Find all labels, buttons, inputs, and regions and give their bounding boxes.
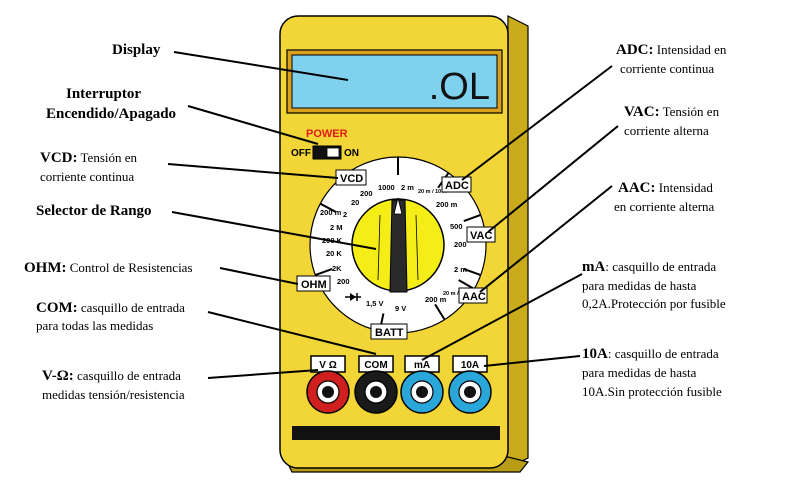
switch-slider[interactable] — [326, 147, 340, 158]
annotation-vac: VAC: Tensión en corriente alterna — [624, 104, 722, 138]
adc-range-2m: 2 m — [401, 183, 414, 192]
annotation-vohm: V-Ω: casquillo de entrada medidas tensió… — [42, 368, 185, 402]
batt-range-9v: 9 V — [395, 304, 406, 313]
annotation-ohm: OHM: Control de Resistencias — [24, 260, 193, 276]
annotation-switch: Interruptor Encendido/Apagado — [46, 86, 176, 122]
vcd-range-200: 200 — [360, 189, 373, 198]
leader-vohm — [207, 369, 319, 379]
dial-tick — [319, 202, 337, 214]
leader-aac — [479, 185, 613, 293]
lcd-display: .OL — [286, 49, 503, 114]
bottom-strip — [292, 426, 500, 440]
jack-label: 10A — [461, 360, 479, 371]
leader-lines — [167, 51, 619, 379]
leader-vcd — [167, 163, 339, 179]
mode-vac: VAC — [470, 230, 492, 242]
leader-10a — [483, 355, 581, 367]
leader-selector — [171, 211, 377, 250]
annotation-com: COM: casquillo de entrada para todas las… — [36, 300, 188, 333]
jack-10a[interactable]: 10A — [448, 355, 492, 414]
knob-pointer-tip — [393, 197, 403, 215]
input-jacks: V Ω COM mA 10A — [306, 355, 492, 414]
vcd-range-200m: 200 m — [320, 208, 342, 217]
diode-icon — [345, 293, 361, 301]
mode-vcd: VCD — [340, 173, 363, 185]
annotation-display: Display — [112, 42, 161, 58]
power-off-label: OFF — [291, 148, 311, 159]
leader-ohm — [219, 267, 299, 285]
leader-ma — [421, 273, 583, 361]
annotation-ma: mA: casquillo de entrada para medidas de… — [582, 259, 726, 311]
rotary-selector[interactable]: 1000 200 20 2 200 m 2 M 200 K 20 K 2K 20… — [309, 156, 487, 334]
batt-range-1-5v: 1,5 V — [366, 299, 384, 308]
jack-com[interactable]: COM — [354, 355, 398, 414]
aac-range-20m-10a: 20 m / 10 A — [443, 291, 472, 297]
knob-grip-right — [415, 214, 419, 281]
dial-tick — [434, 303, 446, 321]
mode-ohm: OHM — [301, 279, 327, 291]
mode-adc: ADC — [445, 180, 469, 192]
aac-range-2m: 2 m — [454, 265, 467, 274]
power-label: POWER — [306, 128, 348, 140]
leader-adc — [461, 65, 613, 181]
ohm-range-20k: 20 K — [326, 249, 342, 258]
jack-hole — [416, 386, 428, 398]
ohm-range-200: 200 — [337, 277, 350, 286]
vcd-range-1000: 1000 — [378, 183, 395, 192]
leader-display — [173, 51, 349, 81]
mode-labels: VCD OHM BATT AAC VAC ADC — [296, 169, 496, 340]
mode-batt: BATT — [375, 327, 404, 339]
annotations-left: Display Interruptor Encendido/Apagado VC… — [24, 42, 193, 402]
dial-tick — [463, 213, 482, 222]
aac-range-200m: 200 m — [425, 295, 447, 304]
annotation-10a: 10A: casquillo de entrada para medidas d… — [582, 346, 722, 399]
jack-label: COM — [364, 360, 387, 371]
vac-range-200: 200 — [454, 240, 467, 249]
vcd-range-2: 2 — [343, 210, 347, 219]
knob-grip-left — [377, 214, 381, 281]
leader-vac — [487, 125, 619, 233]
leader-switch — [187, 105, 319, 145]
jack-ma[interactable]: mA — [400, 355, 444, 414]
jack-hole — [464, 386, 476, 398]
vcd-range-20: 20 — [351, 198, 359, 207]
ohm-range-2k: 2K — [332, 264, 342, 273]
adc-range-20m-10a: 20 m / 10 A — [418, 189, 447, 195]
dial-tick — [463, 268, 482, 277]
annotation-adc: ADC: Intensidad en corriente continua — [616, 42, 730, 76]
vac-range-500: 500 — [450, 222, 463, 231]
display-reading: .OL — [429, 66, 490, 108]
ohm-range-2m: 2 M — [330, 223, 343, 232]
dial-tick — [314, 268, 333, 277]
jack-hole — [370, 386, 382, 398]
jack-label: V Ω — [319, 360, 336, 371]
power-on-label: ON — [344, 148, 359, 159]
display-screen — [291, 54, 498, 109]
knob-pointer-bar — [389, 199, 408, 293]
jack-label: mA — [414, 360, 430, 371]
annotation-vcd: VCD: Tensión en corriente continua — [40, 150, 140, 184]
mode-aac: AAC — [462, 291, 486, 303]
annotations-right: ADC: Intensidad en corriente continua VA… — [582, 42, 730, 399]
annotation-aac: AAC: Intensidad en corriente alterna — [614, 180, 716, 214]
power-switch[interactable]: POWER OFF ON — [291, 128, 359, 160]
annotation-selector: Selector de Rango — [36, 203, 152, 219]
adc-range-200m: 200 m — [436, 200, 458, 209]
jack-hole — [322, 386, 334, 398]
leader-com — [207, 311, 377, 355]
jack-v-ohm[interactable]: V Ω — [306, 355, 350, 414]
